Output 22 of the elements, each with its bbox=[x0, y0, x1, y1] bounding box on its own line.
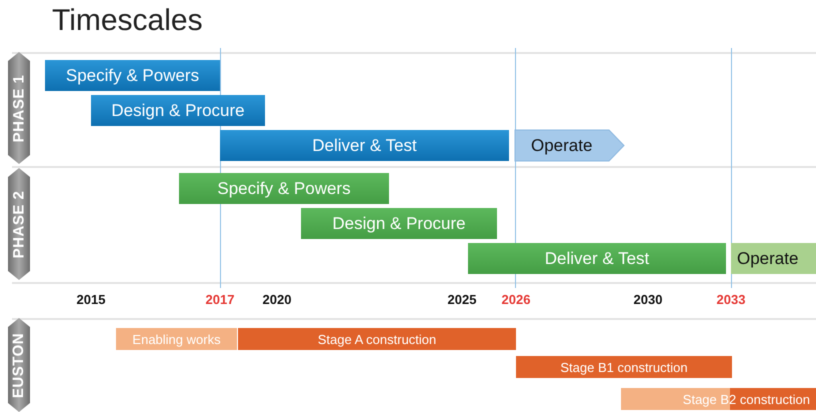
year-label: 2030 bbox=[634, 292, 662, 307]
title: Timescales bbox=[52, 4, 203, 38]
year-label: 2015 bbox=[76, 292, 106, 307]
timeline-bar: Stage B1 construction bbox=[516, 356, 732, 378]
timeline-bar: Deliver & Test bbox=[220, 130, 509, 161]
year-label: 2017 bbox=[206, 292, 234, 307]
phase-label-tab: PHASE 2 bbox=[8, 168, 30, 280]
timeline-bar: Design & Procure bbox=[301, 208, 497, 239]
phase-label-tab: PHASE 1 bbox=[8, 52, 30, 164]
chevron-bar: Operate bbox=[515, 130, 624, 161]
timeline-bar: Specify & Powers bbox=[45, 60, 220, 91]
timeline-bar: Design & Procure bbox=[91, 95, 265, 126]
year-label: 2025 bbox=[448, 292, 476, 307]
year-label: 2026 bbox=[502, 292, 530, 307]
timeline-bar: Stage A construction bbox=[238, 328, 516, 350]
timeline-bar: Enabling works bbox=[116, 328, 237, 350]
timeline-bar: Specify & Powers bbox=[179, 173, 389, 204]
timeline-bar: Deliver & Test bbox=[468, 243, 726, 274]
phase-label-tab: EUSTON bbox=[8, 318, 30, 412]
year-label: 2020 bbox=[262, 292, 292, 307]
year-label: 2033 bbox=[716, 292, 746, 307]
timeline-bar: Operate bbox=[731, 243, 816, 274]
